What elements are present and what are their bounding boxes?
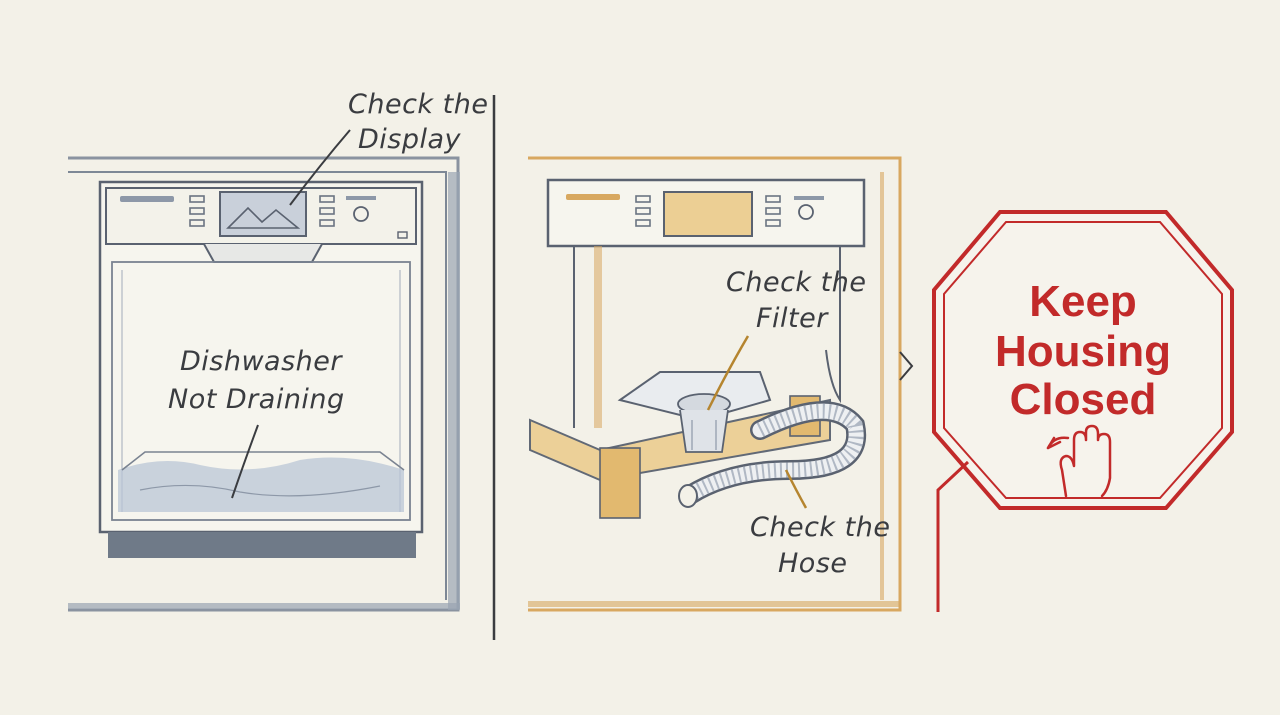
stop-sign: Keep Housing Closed xyxy=(932,210,1234,612)
cabinet-side-shadow xyxy=(448,172,460,610)
kick-plate xyxy=(108,532,416,558)
filter-callout-line xyxy=(706,335,750,411)
problem-label-line2: Not Draining xyxy=(168,384,345,415)
left-panel: Check the Display Dishwasher Not Drainin… xyxy=(68,89,488,612)
right-buttons-left xyxy=(635,195,651,227)
standing-water xyxy=(118,457,404,512)
hose-end xyxy=(678,484,698,508)
right-buttons-right xyxy=(765,195,781,227)
display-callout-line xyxy=(289,129,351,206)
right-cabinet-frame xyxy=(528,156,902,612)
problem-callout-line xyxy=(231,424,259,499)
sign-line-2: Housing xyxy=(995,327,1171,376)
right-panel-indicator xyxy=(794,196,824,200)
right-power-knob xyxy=(798,204,814,220)
panel-slot xyxy=(120,196,174,202)
sign-octagon-outer xyxy=(932,210,1234,510)
hose-callout-line xyxy=(784,469,808,509)
filter-cup xyxy=(679,409,729,453)
problem-label-line1: Dishwasher xyxy=(180,346,343,377)
panel-buttons-left xyxy=(189,195,205,227)
display-screen xyxy=(219,191,307,237)
hand-stop-icon xyxy=(1046,424,1112,498)
display-label-line1: Check the xyxy=(348,89,488,120)
drain-hose-ribs xyxy=(686,403,864,502)
power-knob xyxy=(353,206,369,222)
hose-label-line1: Check the xyxy=(750,512,890,543)
hose-label-line2: Hose xyxy=(778,548,848,579)
sign-line-1: Keep xyxy=(1029,277,1137,326)
right-panel-slot xyxy=(566,194,620,200)
dishwasher-tub xyxy=(111,261,411,521)
right-panel: Check the Filter Check the Hose xyxy=(528,156,914,612)
right-display-screen xyxy=(663,191,753,237)
display-mountain-icon xyxy=(226,206,301,229)
display-label-line2: Display xyxy=(358,124,462,155)
filter-label-line1: Check the xyxy=(726,267,866,298)
housing-right-wall xyxy=(825,246,841,404)
door-handle xyxy=(203,243,323,263)
water-surface-outline xyxy=(121,451,405,471)
base-leg-front xyxy=(599,447,641,519)
cabinet-inner-line xyxy=(68,171,447,600)
sign-pointer xyxy=(899,351,914,381)
sign-line-3: Closed xyxy=(1010,375,1157,424)
panel-led xyxy=(397,231,408,239)
panel-indicator xyxy=(346,196,376,200)
sign-octagon-inner xyxy=(943,221,1223,499)
sign-post xyxy=(936,460,970,612)
water-ripple xyxy=(139,484,381,497)
filter-label-line2: Filter xyxy=(756,303,829,334)
panel-buttons-right xyxy=(319,195,335,227)
